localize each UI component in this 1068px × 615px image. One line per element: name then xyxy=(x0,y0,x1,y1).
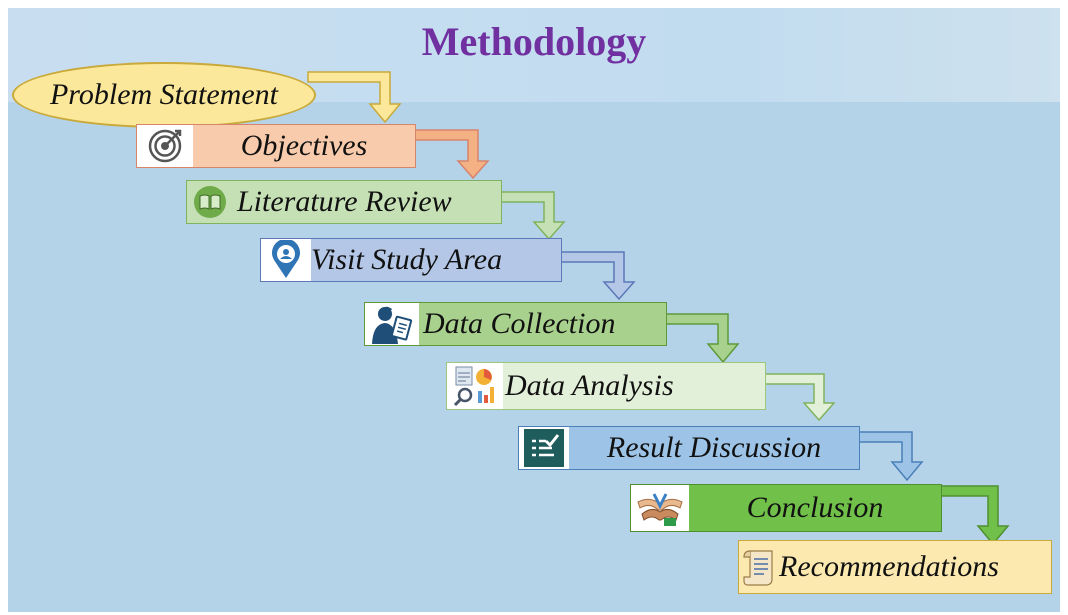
connector-arrow-2 xyxy=(413,129,490,180)
step-problem-statement: Problem Statement xyxy=(12,62,316,128)
location-pin-icon xyxy=(261,239,311,281)
step-label: Problem Statement xyxy=(49,78,278,111)
analytics-icon xyxy=(447,363,503,409)
person-clipboard-icon xyxy=(365,303,419,345)
step-label: Data Analysis xyxy=(505,369,674,402)
step-data-analysis: Data Analysis xyxy=(446,362,766,410)
step-label: Data Collection xyxy=(423,307,616,340)
connector-arrow-1 xyxy=(307,71,402,124)
step-label: Conclusion xyxy=(746,491,884,524)
step-label: Visit Study Area xyxy=(311,243,503,276)
step-label: Literature Review xyxy=(237,185,452,218)
step-label: Objectives xyxy=(240,129,368,162)
handshake-icon xyxy=(631,485,689,531)
connector-arrow-6 xyxy=(763,373,836,422)
connector-arrow-7 xyxy=(857,431,924,482)
book-icon xyxy=(187,181,233,223)
step-conclusion: Conclusion xyxy=(630,484,942,532)
step-visit-study-area: Visit Study Area xyxy=(260,238,562,282)
connector-arrow-5 xyxy=(665,313,740,364)
step-label: Recommendations xyxy=(779,550,999,583)
page-title: Methodology xyxy=(421,19,647,64)
step-literature-review: Literature Review xyxy=(186,180,502,224)
step-result-discussion: Result Discussion xyxy=(518,426,860,470)
step-data-collection: Data Collection xyxy=(364,302,667,346)
step-objectives: Objectives xyxy=(136,124,416,168)
checklist-icon xyxy=(519,427,569,469)
flow-connectors xyxy=(307,71,1010,546)
connector-arrow-3 xyxy=(499,191,566,241)
connector-arrow-8 xyxy=(939,485,1010,546)
scroll-icon xyxy=(739,541,779,593)
methodology-slide: Methodology Problem Statement xyxy=(8,8,1060,612)
step-label: Result Discussion xyxy=(606,431,822,464)
target-icon xyxy=(137,125,193,167)
connector-arrow-4 xyxy=(560,251,636,301)
step-recommendations: Recommendations xyxy=(738,540,1052,594)
